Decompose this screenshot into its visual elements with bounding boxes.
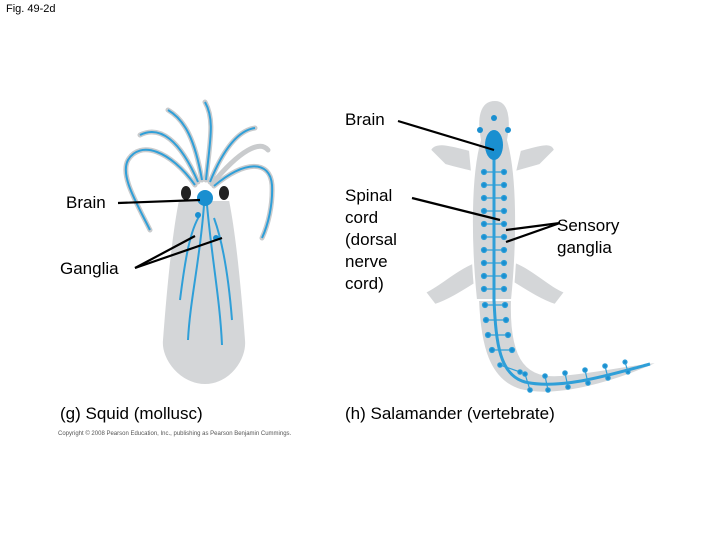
salamander-spinal-cord	[492, 150, 651, 386]
squid-nerve	[206, 204, 223, 346]
salamander-leg	[428, 143, 474, 174]
leader-squid-ganglia	[134, 235, 196, 269]
leader-spinal-cord	[411, 196, 501, 222]
squid-brain	[197, 190, 213, 206]
salamander-leg	[423, 260, 480, 307]
squid-nerve	[167, 109, 203, 181]
sensory-ganglion-pair	[622, 359, 631, 375]
squid-brain-label: Brain	[66, 193, 106, 212]
sensory-ganglion-pair	[480, 207, 508, 215]
copyright-notice: Copyright © 2008 Pearson Education, Inc.…	[58, 431, 292, 437]
squid-nerve	[187, 204, 205, 341]
sensory-ganglia-label-line: ganglia	[557, 238, 612, 257]
sensory-ganglion-pair	[480, 168, 508, 176]
squid-nerve	[139, 131, 199, 183]
spinal-cord-label-line: (dorsal	[345, 230, 397, 249]
spinal-cord-label-line: Spinal	[345, 186, 393, 205]
sensory-ganglion-pair	[481, 301, 509, 309]
leader-sensory-ganglia	[505, 221, 561, 244]
salamander-brain	[485, 130, 503, 160]
leader-salamander-brain	[397, 119, 495, 152]
sensory-ganglion-pair	[480, 285, 508, 293]
sensory-ganglion-pair	[480, 246, 508, 254]
sensory-ganglion-pair	[480, 233, 508, 241]
sensory-ganglion-pair	[542, 373, 551, 393]
spinal-cord-label: Spinal cord (dorsal nerve cord)	[345, 185, 397, 295]
sensory-ganglion-pair	[522, 371, 533, 393]
sensory-ganglia-label-line: Sensory	[557, 216, 620, 235]
squid-nerve	[213, 165, 274, 239]
salamander-caption: (h) Salamander (vertebrate)	[345, 404, 555, 423]
sensory-ganglion-pair	[480, 181, 508, 189]
salamander-leg	[510, 260, 567, 307]
spinal-cord-label-line: cord	[345, 208, 379, 227]
squid-eye	[219, 186, 229, 200]
sensory-ganglion-pair	[488, 346, 516, 354]
salamander-brain-label: Brain	[345, 110, 385, 129]
squid-mantle	[160, 199, 248, 387]
figure-label: Fig. 49-2d	[6, 3, 56, 15]
sensory-ganglion-pair	[497, 362, 523, 375]
sensory-ganglion-pair	[480, 194, 508, 202]
sensory-ganglion-pair	[562, 370, 571, 390]
spinal-cord-label-line: cord)	[345, 274, 384, 293]
squid-caption: (g) Squid (mollusc)	[60, 404, 203, 423]
salamander-tail	[476, 299, 661, 394]
squid-nerve	[209, 127, 256, 183]
squid-nerve	[213, 217, 233, 321]
salamander-brain-lobe	[505, 127, 511, 133]
leader-squid-ganglia	[134, 236, 223, 270]
squid-nerve	[204, 101, 212, 181]
sensory-ganglion-pair	[480, 272, 508, 280]
leader-sensory-ganglia	[505, 221, 561, 232]
leader-squid-brain	[117, 198, 201, 205]
salamander-illustration	[423, 98, 661, 394]
squid-eye	[181, 186, 191, 200]
sensory-ganglion-pair	[582, 367, 591, 386]
sensory-ganglion-pair	[482, 316, 510, 324]
salamander-brain-lobe	[477, 127, 483, 133]
squid-tentacle	[209, 143, 271, 187]
salamander-brain-lobe	[491, 115, 497, 121]
salamander-leg	[513, 143, 557, 174]
squid-illustration	[123, 99, 275, 387]
sensory-ganglion-pair	[480, 220, 508, 228]
sensory-ganglion-pair	[480, 259, 508, 267]
squid-ganglia-label: Ganglia	[60, 259, 119, 278]
spinal-cord-label-line: nerve	[345, 252, 388, 271]
sensory-ganglion-pair	[602, 363, 611, 381]
squid-ganglion	[195, 212, 201, 218]
squid-nerve	[179, 214, 201, 301]
sensory-ganglia-label: Sensory ganglia	[557, 215, 619, 259]
sensory-ganglion-pair	[484, 331, 512, 339]
